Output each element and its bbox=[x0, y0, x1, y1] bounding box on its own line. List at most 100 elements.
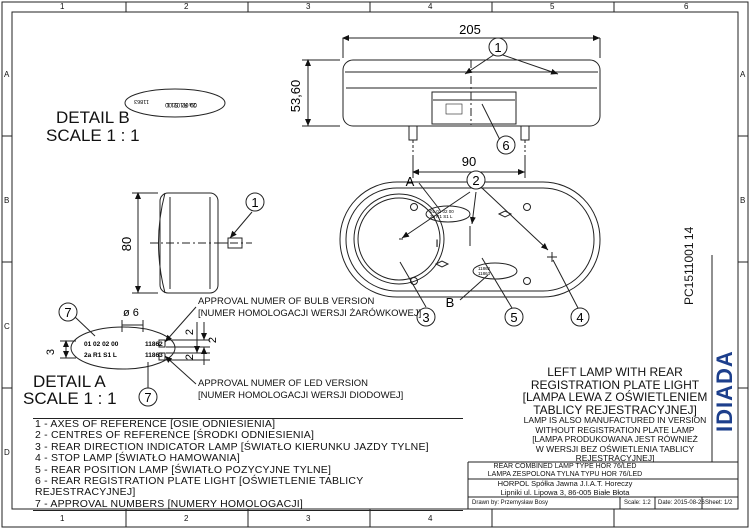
svg-text:00 02 02 00: 00 02 02 00 bbox=[164, 101, 196, 107]
note-line: LAMP IS ALSO MANUFACTURED IN VERSION bbox=[523, 415, 707, 425]
svg-text:01 02 02 00: 01 02 02 00 bbox=[84, 341, 119, 348]
detail-a-codes: 01 02 02 00 2a R1 S1 L 11862 11863 bbox=[84, 341, 163, 359]
dim-3: 3 bbox=[45, 349, 57, 355]
svg-text:2: 2 bbox=[472, 173, 479, 188]
drawn-by: Drawn by: Przemysław Bosy bbox=[472, 500, 549, 506]
sheet-info: Sheet: 1/2 bbox=[705, 500, 733, 506]
col-label-3: 3 bbox=[306, 2, 311, 11]
dim-dia: ø 6 bbox=[123, 307, 139, 319]
dim-width: 205 bbox=[459, 22, 481, 37]
note-line: [LAMPA PRODUKOWANA JEST RÓWNIEŻ bbox=[532, 434, 698, 444]
side-code: PC1511001 14 bbox=[682, 226, 696, 305]
detail-b-ellipse: 2a R1 S1 L 00 02 02 00 11863 bbox=[124, 88, 226, 118]
callout-5: 5 bbox=[504, 307, 524, 327]
col-label-4b: 4 bbox=[428, 514, 433, 523]
note-line: W WERSJI BEZ OŚWIETLENIA TABLICY bbox=[535, 443, 695, 454]
dim-side-height: 80 bbox=[119, 237, 134, 251]
detail-b-title: DETAIL B bbox=[56, 108, 130, 127]
col-label-1b: 1 bbox=[60, 514, 65, 523]
dim-height: 53,60 bbox=[288, 80, 303, 113]
title-line: [LAMPA LEWA Z OŚWIETLENIEM bbox=[522, 390, 708, 404]
col-label-2b: 2 bbox=[184, 514, 189, 523]
dim-2a: 2 bbox=[184, 329, 196, 335]
svg-text:11863: 11863 bbox=[478, 271, 491, 276]
callout-1-side: 1 bbox=[245, 192, 265, 212]
svg-text:3: 3 bbox=[422, 310, 429, 325]
scale-info: Scale: 1:2 bbox=[624, 500, 651, 506]
legend-list: 1 - AXES OF REFERENCE [OSIE ODNIESIENIA]… bbox=[33, 418, 463, 512]
svg-text:6: 6 bbox=[502, 138, 509, 153]
company-info: HORPOL Spółka Jawna J.I.A.T. Horeczy Lip… bbox=[497, 479, 633, 497]
legend-item: 3 - REAR DIRECTION INDICATOR LAMP [ŚWIAT… bbox=[35, 440, 429, 453]
col-label-3b: 3 bbox=[306, 514, 311, 523]
led-version-note: APPROVAL NUMER OF LED VERSION [NUMER HOM… bbox=[198, 378, 404, 401]
svg-text:1: 1 bbox=[251, 195, 258, 210]
callout-4: 4 bbox=[570, 307, 590, 327]
detail-a-scale: SCALE 1 : 1 bbox=[23, 389, 117, 408]
svg-text:7: 7 bbox=[144, 390, 151, 405]
col-label-1: 1 bbox=[60, 2, 65, 11]
callout-3: 3 bbox=[416, 307, 436, 327]
callout-6: 6 bbox=[496, 135, 516, 155]
legend-item: 7 - APPROVAL NUMBERS [NUMERY HOMOLOGACJI… bbox=[35, 497, 304, 510]
top-view bbox=[302, 35, 601, 178]
legend-item: 5 - REAR POSITION LAMP [ŚWIATŁO POZYCYJN… bbox=[35, 463, 332, 476]
legend-item: 6 - REAR REGISTRATION PLATE LIGHT [OŚWIE… bbox=[35, 475, 364, 499]
col-label-6: 6 bbox=[684, 2, 689, 11]
callout-1-top: 1 bbox=[488, 37, 508, 57]
note-line: REJESTRACYJNEJ] bbox=[575, 453, 655, 463]
row-label-A-right: A bbox=[740, 70, 746, 79]
title-block-lines bbox=[467, 255, 738, 509]
side-view bbox=[132, 192, 253, 294]
date-info: Date: 2015-08-26 bbox=[658, 500, 705, 506]
svg-text:11863: 11863 bbox=[134, 98, 149, 104]
row-label-B-right: B bbox=[740, 196, 746, 205]
legend-item: 4 - STOP LAMP [ŚWIATŁO HAMOWANIA] bbox=[35, 452, 240, 465]
legend-item: 1 - AXES OF REFERENCE [OSIE ODNIESIENIA] bbox=[35, 418, 276, 430]
row-label-D: D bbox=[4, 448, 10, 457]
row-label-C: C bbox=[4, 322, 10, 331]
col-label-4: 4 bbox=[428, 2, 433, 11]
dim-2c: 2 bbox=[207, 337, 219, 343]
svg-text:1: 1 bbox=[494, 40, 501, 55]
label-B: B bbox=[446, 295, 455, 310]
bulb-version-note: APPROVAL NUMER OF BULB VERSION [NUMER HO… bbox=[198, 296, 422, 319]
callout-7-bottom: 7 bbox=[138, 387, 158, 407]
detail-a-title: DETAIL A bbox=[33, 372, 106, 391]
note-line: WITHOUT REGISTRATION PLATE LAMP bbox=[535, 424, 695, 435]
svg-text:2a R1 S1 L: 2a R1 S1 L bbox=[84, 352, 117, 359]
svg-text:11863: 11863 bbox=[145, 352, 163, 359]
label-A: A bbox=[406, 174, 415, 189]
svg-text:5: 5 bbox=[510, 310, 517, 325]
row-label-B: B bbox=[4, 196, 10, 205]
svg-text:4: 4 bbox=[576, 310, 583, 325]
dim-2b: 2 bbox=[184, 354, 196, 360]
svg-text:11862: 11862 bbox=[145, 341, 163, 348]
svg-text:11862: 11862 bbox=[478, 266, 491, 271]
svg-text:7: 7 bbox=[64, 305, 71, 320]
detail-a bbox=[60, 306, 210, 388]
detail-b-scale: SCALE 1 : 1 bbox=[46, 126, 140, 145]
svg-text:2a R1 S1 L: 2a R1 S1 L bbox=[165, 101, 196, 107]
dim-mount: 90 bbox=[462, 154, 476, 169]
callout-7-top: 7 bbox=[58, 302, 78, 322]
title-line: LEFT LAMP WITH REAR bbox=[547, 365, 683, 379]
front-view bbox=[339, 181, 601, 309]
svg-text:2a R1 S1 L: 2a R1 S1 L bbox=[430, 214, 453, 219]
row-label-A: A bbox=[4, 70, 10, 79]
label-I: I bbox=[435, 238, 438, 250]
svg-text:01 02 02 00: 01 02 02 00 bbox=[430, 209, 454, 214]
legend-item: 2 - CENTRES OF REFERENCE [ŚRODKI ODNIESI… bbox=[35, 429, 315, 442]
callout-2: 2 bbox=[466, 170, 486, 190]
title-line: REGISTRATION PLATE LIGHT bbox=[530, 377, 700, 392]
col-label-2: 2 bbox=[184, 2, 189, 11]
title-block: LEFT LAMP WITH REAR REGISTRATION PLATE L… bbox=[520, 366, 710, 464]
title-line: TABLICY REJESTRACYJNEJ] bbox=[533, 402, 697, 417]
idiada-logo: IDIADA bbox=[712, 350, 737, 432]
type-info: REAR COMBINED LAMP TYPE HOR 76/LED LAMPA… bbox=[487, 463, 643, 478]
col-label-5: 5 bbox=[550, 2, 555, 11]
front-ellipse-codes: 01 02 02 00 2a R1 S1 L 11862 11863 bbox=[430, 209, 491, 276]
top-view-label bbox=[445, 103, 463, 115]
